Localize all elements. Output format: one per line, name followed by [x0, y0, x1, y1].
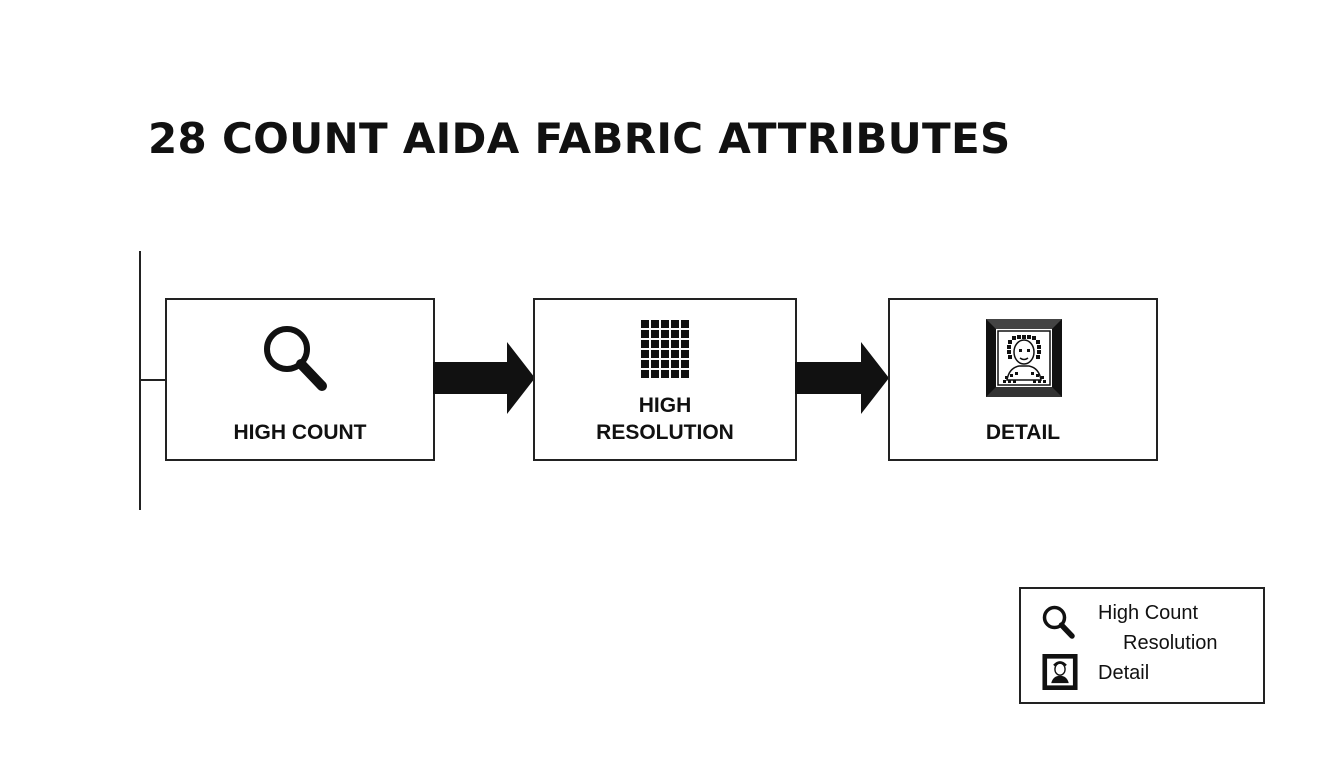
step-detail: DETAIL: [888, 298, 1158, 461]
left-connector-line: [139, 379, 167, 381]
legend-label-high-count: High Count: [1098, 602, 1199, 624]
legend-label-detail: Detail: [1098, 662, 1150, 684]
diagram-title: 28 COUNT AIDA FABRIC ATTRIBUTES: [148, 114, 1011, 163]
step-label-line-1: HIGH: [638, 394, 692, 417]
legend-label-resolution: Resolution: [1123, 632, 1218, 654]
step-label: DETAIL: [985, 421, 1061, 444]
grid-icon: [641, 320, 689, 378]
step-high-resolution: HIGH RESOLUTION: [533, 298, 797, 461]
framed-portrait-icon: [1042, 654, 1078, 690]
legend: High Count Resolution Detail: [1019, 587, 1265, 704]
arrow-right-icon: [795, 342, 889, 414]
step-high-count: HIGH COUNT: [165, 298, 435, 461]
arrow-right-icon: [433, 342, 535, 414]
step-label: HIGH COUNT: [233, 421, 367, 444]
magnifier-icon: [1042, 605, 1075, 639]
magnifier-icon: [264, 326, 327, 391]
step-label-line-2: RESOLUTION: [596, 421, 734, 444]
framed-portrait-icon: [986, 319, 1062, 397]
